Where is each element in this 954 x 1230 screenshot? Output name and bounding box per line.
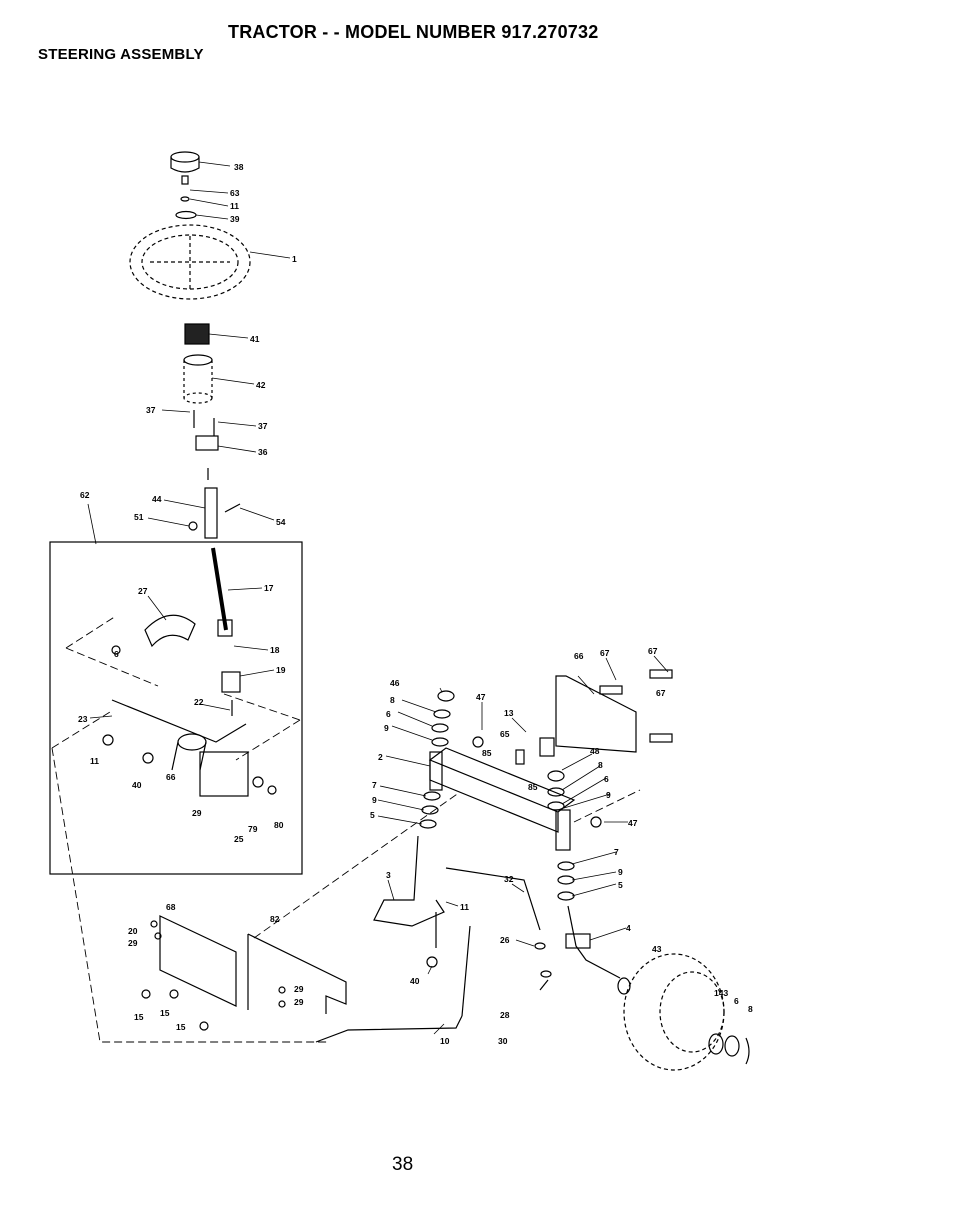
callout-label: 66 <box>574 651 584 661</box>
callout-label: 68 <box>166 902 176 912</box>
callout-label: 30 <box>498 1036 508 1046</box>
callout-label: 143 <box>714 988 728 998</box>
callout-label: 28 <box>500 1010 510 1020</box>
callout-label: 39 <box>230 214 240 224</box>
callout-label: 9 <box>618 867 623 877</box>
callout-label: 40 <box>410 976 420 986</box>
callout-label: 8 <box>598 760 603 770</box>
callout-label: 40 <box>132 780 142 790</box>
inset-parts <box>102 547 277 797</box>
callout-label: 29 <box>128 938 138 948</box>
leader-lines <box>87 161 669 1035</box>
callout-label: 85 <box>528 782 538 792</box>
callout-label: 15 <box>176 1022 186 1032</box>
spindle-part <box>373 835 621 991</box>
wheel-washers-part <box>617 977 750 1065</box>
callout-label: 19 <box>276 665 286 675</box>
callout-label: 67 <box>600 648 610 658</box>
callout-label: 43 <box>652 944 662 954</box>
callout-label: 27 <box>138 586 148 596</box>
callout-label: 2 <box>378 752 383 762</box>
callout-label: 66 <box>166 772 176 782</box>
steering-bracket-part <box>188 410 241 539</box>
callout-label: 41 <box>250 334 260 344</box>
callout-labels: 38 63 11 39 1 41 42 37 37 36 62 44 51 54… <box>78 162 753 1046</box>
callout-label: 29 <box>294 997 304 1007</box>
callout-label: 8 <box>748 1004 753 1014</box>
callout-label: 9 <box>372 795 377 805</box>
guide-lines <box>51 615 641 1043</box>
section-title: STEERING ASSEMBLY <box>38 46 204 63</box>
callout-label: 37 <box>146 405 156 415</box>
callout-label: 25 <box>234 834 244 844</box>
callout-label: 46 <box>390 678 400 688</box>
callout-label: 1 <box>292 254 297 264</box>
callout-label: 47 <box>628 818 638 828</box>
callout-label: 15 <box>134 1012 144 1022</box>
callout-label: 9 <box>384 723 389 733</box>
callout-label: 38 <box>234 162 244 172</box>
callout-label: 6 <box>734 996 739 1006</box>
page-number: 38 <box>392 1154 414 1175</box>
steering-adapter-part <box>183 323 213 404</box>
callout-label: 79 <box>248 824 258 834</box>
callout-label: 48 <box>590 746 600 756</box>
callout-label: 18 <box>270 645 280 655</box>
callout-label: 3 <box>386 870 391 880</box>
steering-wheel-part <box>129 224 251 300</box>
callout-label: 51 <box>134 512 144 522</box>
callout-label: 44 <box>152 494 162 504</box>
callout-label: 4 <box>626 923 631 933</box>
callout-label: 37 <box>258 421 268 431</box>
callout-label: 9 <box>606 790 611 800</box>
callout-label: 47 <box>476 692 486 702</box>
callout-label: 7 <box>372 780 377 790</box>
callout-label: 32 <box>504 874 514 884</box>
callout-label: 15 <box>160 1008 170 1018</box>
callout-label: 80 <box>274 820 284 830</box>
callout-label: 82 <box>270 914 280 924</box>
callout-label: 7 <box>614 847 619 857</box>
callout-label: 54 <box>276 517 286 527</box>
callout-label: 17 <box>264 583 274 593</box>
callout-label: 29 <box>192 808 202 818</box>
callout-label: 62 <box>80 490 90 500</box>
page-title: TRACTOR - - MODEL NUMBER 917.270732 <box>228 22 599 42</box>
callout-label: 22 <box>194 697 204 707</box>
steering-cap-part <box>170 151 200 220</box>
tire-part <box>623 953 725 1071</box>
callout-label: 6 <box>114 649 119 659</box>
callout-label: 20 <box>128 926 138 936</box>
callout-label: 10 <box>440 1036 450 1046</box>
callout-label: 13 <box>504 708 514 718</box>
callout-label: 85 <box>482 748 492 758</box>
callout-label: 6 <box>386 709 391 719</box>
callout-label: 26 <box>500 935 510 945</box>
callout-label: 67 <box>648 646 658 656</box>
washer-stack-part <box>419 690 575 901</box>
inset-box <box>49 541 303 875</box>
callout-label: 65 <box>500 729 510 739</box>
lower-bracket-part <box>141 915 347 1031</box>
callout-label: 36 <box>258 447 268 457</box>
callout-label: 11 <box>90 756 99 766</box>
callout-label: 11 <box>460 902 469 912</box>
callout-label: 5 <box>370 810 375 820</box>
drag-link-part <box>315 925 471 1043</box>
callout-label: 42 <box>256 380 266 390</box>
callout-label: 63 <box>230 188 240 198</box>
callout-label: 8 <box>390 695 395 705</box>
front-axle-part <box>428 669 673 851</box>
callout-label: 29 <box>294 984 304 994</box>
callout-label: 6 <box>604 774 609 784</box>
callout-label: 5 <box>618 880 623 890</box>
callout-label: 23 <box>78 714 88 724</box>
callout-label: 67 <box>656 688 666 698</box>
callout-label: 11 <box>230 201 239 211</box>
